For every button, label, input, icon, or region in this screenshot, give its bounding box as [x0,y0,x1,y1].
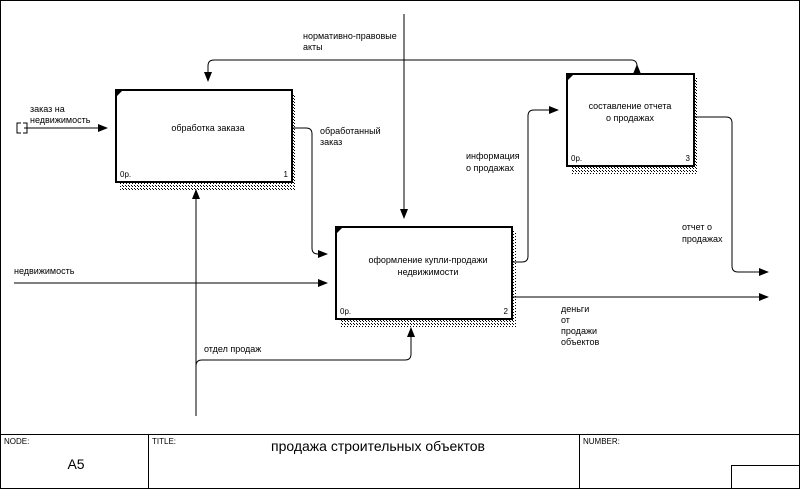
label-sales-info-line-1: информация [466,151,520,161]
label-input-order-line-2: недвижимость [30,115,91,125]
box-3-title-line-1: составление отчета [589,101,672,111]
box-3-number: 3 [686,154,691,163]
activity-box-1[interactable]: обработка заказа 0р. 1 [115,89,296,190]
label-realty: недвижимость [14,266,75,276]
box-3-title-line-2: о продажах [606,113,654,123]
box-3-cost: 0р. [571,154,582,163]
box-1-number: 1 [284,170,289,179]
number-label: NUMBER: [583,437,620,446]
arrow-output-sales-report[interactable] [694,116,769,276]
label-money-line-3: продажи [561,326,597,336]
arrow-mechanism-sales-dept-box2[interactable] [195,327,415,367]
label-sales-info-line-2: о продажах [466,163,514,173]
node-label: NODE: [4,437,29,446]
node-value: A5 [67,456,84,472]
box-1-title: обработка заказа [171,123,244,133]
label-money-line-4: объектов [561,337,600,347]
label-sales-dept: отдел продаж [204,344,261,354]
label-legal-acts-line-2: акты [303,42,323,52]
box-2-cost: 0р. [340,307,351,316]
diagram-title: продажа строительных объектов [271,438,485,454]
arrow-control-legal-acts-box3[interactable] [404,59,641,74]
title-label: TITLE: [152,437,176,446]
arrow-control-legal-acts-box1[interactable] [204,59,404,82]
label-processed-order-line-2: заказ [320,137,342,147]
box-1-cost: 0р. [120,170,131,179]
box-3-corner-mark [567,74,574,81]
label-input-order-line-1: заказ на [30,104,65,114]
box-2-title-line-2: недвижимости [398,267,459,277]
arrow-sales-info[interactable] [512,106,559,263]
activity-box-2[interactable]: оформление купли-продажи недвижимости 0р… [335,226,516,327]
box-1-corner-mark [116,90,123,97]
label-money-line-2: от [561,315,570,325]
label-sales-report-line-2: продажах [682,234,723,244]
label-processed-order-line-1: обработанный [320,126,381,136]
box-2-title-line-1: оформление купли-продажи [368,255,487,265]
label-legal-acts-line-1: нормативно-правовые [303,31,397,41]
label-money-line-1: деньги [561,304,589,314]
box-2-frame [335,226,513,320]
box-2-number: 2 [504,307,509,316]
box-1-frame [115,89,293,183]
box-3-frame [566,73,695,167]
tunnel-marker-input-order [16,122,28,134]
arrow-processed-order[interactable] [292,127,328,258]
label-sales-report-line-1: отчет о [682,222,712,232]
activity-box-3[interactable]: составление отчета о продажах 0р. 3 [566,73,698,174]
title-block [0,434,800,489]
box-2-corner-mark [336,227,343,234]
